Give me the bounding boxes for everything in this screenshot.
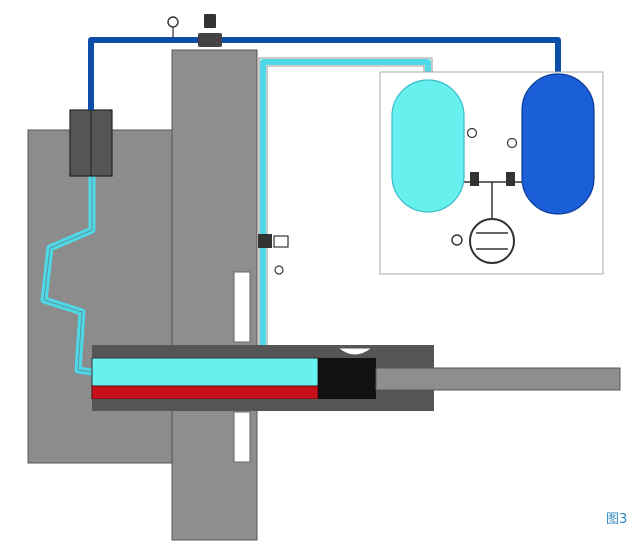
- sleeve-end-cap: [376, 358, 434, 368]
- shot-sleeve-bottom-wall: [92, 399, 434, 411]
- vacuum-line-dark: [88, 37, 561, 110]
- top-valve-icon: [204, 14, 216, 28]
- sleeve-end-cap-bottom: [376, 390, 434, 399]
- molten-metal: [91, 385, 319, 400]
- tank-light-valve-icon: [470, 172, 479, 186]
- vacuum-pump: [469, 218, 515, 264]
- shot-sleeve-top-wall: [92, 345, 434, 358]
- tank-light-gauge-icon: [466, 127, 478, 139]
- plunger: [318, 358, 376, 399]
- mid-valve-box: [273, 235, 289, 248]
- die-slot-lower: [233, 411, 251, 463]
- tank-dark-gauge-icon: [506, 137, 518, 149]
- pump-rotor: [476, 232, 508, 250]
- pressure-gauge-top-icon: [167, 16, 179, 28]
- cavity-channel-outline: [43, 175, 93, 373]
- pressure-gauge-mid-icon: [274, 265, 284, 275]
- pump-gauge-icon: [451, 234, 463, 246]
- mold-left-block: [27, 129, 179, 464]
- top-valve-body: [198, 33, 222, 47]
- vacuum-line-light: [260, 59, 431, 350]
- tank-dark-valve-icon: [506, 172, 515, 186]
- figure-caption: 图3: [606, 512, 628, 527]
- mid-valve-icon: [258, 234, 272, 248]
- plunger-rod: [375, 367, 621, 391]
- tank-light: [391, 79, 465, 213]
- tank-dark: [521, 73, 595, 215]
- pour-hole: [336, 347, 374, 356]
- die-slot: [233, 271, 251, 343]
- shot-sleeve: [91, 357, 319, 387]
